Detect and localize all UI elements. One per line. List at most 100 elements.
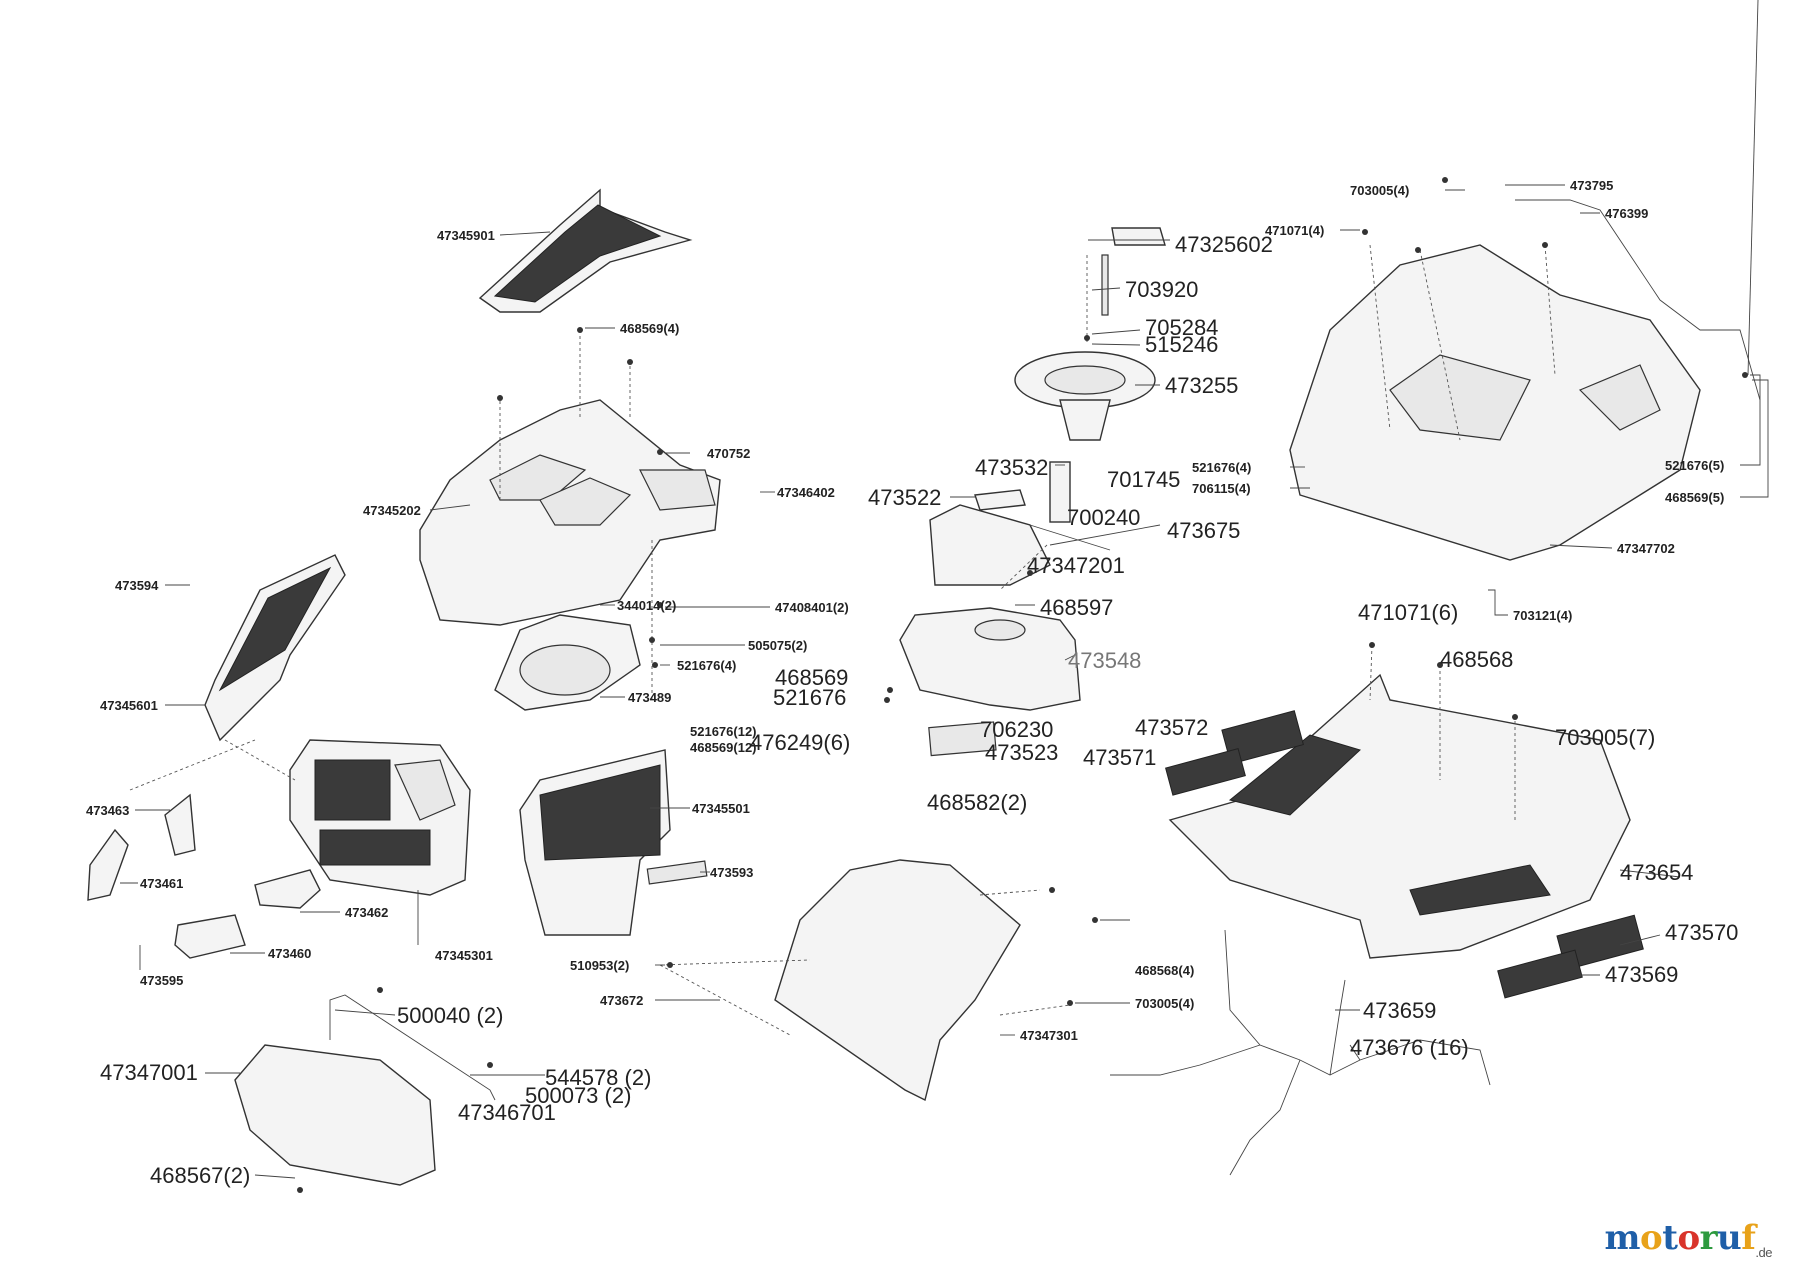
label-510953-2: 510953(2) (570, 958, 629, 973)
label-473522: 473522 (868, 485, 941, 510)
front-grille-housing (289, 739, 471, 896)
wm-letter-t: t (1662, 1218, 1678, 1259)
hood-inner-shell (494, 614, 641, 711)
wm-letter-u: u (1717, 1218, 1742, 1259)
label-521676-5: 521676(5) (1665, 458, 1724, 473)
label-471071-4: 471071(4) (1265, 223, 1324, 238)
plate-473523 (928, 721, 997, 757)
pad-473571 (1165, 748, 1246, 796)
dashboard-47347201 (929, 504, 1051, 586)
label-706230: 706230 (980, 717, 1053, 742)
hardware-bolts (297, 177, 1748, 1193)
label-47345501: 47345501 (692, 801, 750, 816)
part-shapes (87, 188, 1761, 1186)
label-47345901: 47345901 (437, 228, 495, 243)
label-473672: 473672 (600, 993, 643, 1008)
label-473489: 473489 (628, 690, 671, 705)
part-labels: 47345901 468569(4) 470752 47345202 47346… (86, 178, 1738, 1188)
label-476249-6: 476249(6) (750, 730, 850, 755)
label-47347001: 47347001 (100, 1060, 198, 1085)
label-473255: 473255 (1165, 373, 1238, 398)
label-473523: 473523 (985, 740, 1058, 765)
bracket-473522 (974, 489, 1026, 511)
right-side-panel (519, 749, 671, 936)
pad-473572 (1221, 710, 1304, 765)
label-468568-4: 468568(4) (1135, 963, 1194, 978)
label-703920: 703920 (1125, 277, 1198, 302)
wm-letter-r: r (1699, 1218, 1718, 1259)
rear-fender (1289, 244, 1701, 561)
hood-top-grille (478, 188, 693, 313)
label-468569-4: 468569(4) (620, 321, 679, 336)
label-473795: 473795 (1570, 178, 1613, 193)
label-473571: 473571 (1083, 745, 1156, 770)
wm-letter-o: o (1640, 1218, 1663, 1259)
label-473548: 473548 (1068, 648, 1141, 673)
wiring-harness (1224, 929, 1491, 1086)
label-473463: 473463 (86, 803, 129, 818)
label-703121-4: 703121(4) (1513, 608, 1572, 623)
label-468569: 468569 (775, 665, 848, 690)
label-468569-12: 468569(12) (690, 740, 757, 755)
label-344014-2: 344014(2) (617, 598, 676, 613)
label-700240: 700240 (1067, 505, 1140, 530)
label-473462: 473462 (345, 905, 388, 920)
label-473675: 473675 (1167, 518, 1240, 543)
label-703005-7: 703005(7) (1555, 725, 1655, 750)
label-705284: 705284 (1145, 315, 1218, 340)
label-47408401-2: 47408401(2) (775, 600, 849, 615)
leader-lines (120, 0, 1769, 1179)
bumper-bracket (329, 994, 496, 1101)
label-473593: 473593 (710, 865, 753, 880)
left-side-panel (204, 554, 346, 742)
label-470752: 470752 (707, 446, 750, 461)
fender-shroud-47347301 (774, 859, 1021, 1102)
label-500073-2: 500073 (2) (525, 1083, 631, 1108)
front-bumper (234, 1044, 436, 1186)
label-473569: 473569 (1605, 962, 1678, 987)
label-47347301: 47347301 (1020, 1028, 1078, 1043)
pad-473569 (1497, 949, 1583, 999)
wiring-branch-down (1229, 1059, 1301, 1176)
label-521676-4: 521676(4) (677, 658, 736, 673)
label-468582-2: 468582(2) (927, 790, 1027, 815)
wm-letter-m: m (1604, 1218, 1641, 1259)
pad-473570 (1556, 914, 1644, 971)
label-473595: 473595 (140, 973, 183, 988)
headlight-473463 (164, 793, 196, 856)
label-473570: 473570 (1665, 920, 1738, 945)
label-473461: 473461 (140, 876, 183, 891)
wiring-branch-up (1329, 979, 1346, 1076)
wm-letter-o2: o (1677, 1218, 1700, 1259)
aeko-badge-473593 (646, 860, 708, 885)
label-47345601: 47345601 (100, 698, 158, 713)
label-468597: 468597 (1040, 595, 1113, 620)
label-47346402: 47346402 (777, 485, 835, 500)
label-473594: 473594 (115, 578, 159, 593)
wm-suffix: .de (1755, 1245, 1772, 1260)
label-521676-12: 521676(12) (690, 724, 757, 739)
trim-473462 (254, 869, 321, 909)
label-473460: 473460 (268, 946, 311, 961)
label-473532: 473532 (975, 455, 1048, 480)
label-468568: 468568 (1440, 647, 1513, 672)
label-473572: 473572 (1135, 715, 1208, 740)
label-476399: 476399 (1605, 206, 1648, 221)
trim-473461 (87, 828, 129, 901)
wiring-branch-left (1110, 1044, 1261, 1076)
steering-column-473532 (1049, 461, 1071, 523)
label-703005-4-bottom: 703005(4) (1135, 996, 1194, 1011)
label-47347201: 47347201 (1027, 553, 1125, 578)
label-471071-6: 471071(6) (1358, 600, 1458, 625)
label-468569-5: 468569(5) (1665, 490, 1724, 505)
motoruf-watermark: motoruf.de (1604, 1218, 1773, 1260)
floor-mat (1168, 673, 1631, 959)
trim-473460 (174, 914, 246, 959)
steering-cap (1111, 227, 1166, 246)
label-701745: 701745 (1107, 467, 1180, 492)
label-47325602: 47325602 (1175, 232, 1273, 257)
label-473659: 473659 (1363, 998, 1436, 1023)
label-706115-4: 706115(4) (1192, 481, 1251, 496)
label-47345202: 47345202 (363, 503, 421, 518)
